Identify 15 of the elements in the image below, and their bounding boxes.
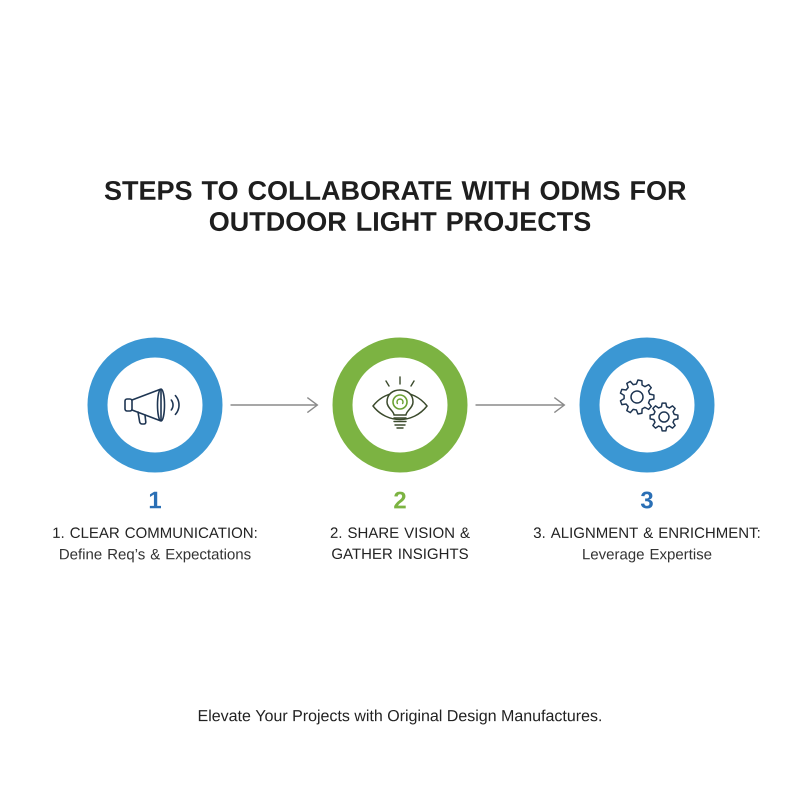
step-heading: 1. CLEAR COMMUNICATION: — [53, 527, 256, 538]
step-heading: 3. ALIGNMENT & ENRICHMENT: — [534, 527, 760, 538]
step-circle — [580, 338, 714, 472]
arrow — [230, 396, 318, 414]
step-circle — [88, 338, 222, 472]
caption: Elevate Your Projects with Original Design Manufactures. — [198, 710, 601, 724]
step-description: Define Req’s & Expectations — [60, 548, 251, 562]
step-heading: 2. SHARE VISION & GATHER INSIGHTS — [330, 527, 470, 560]
step-number: 2 — [394, 492, 406, 508]
arrow — [476, 396, 566, 414]
step-number: 3 — [640, 492, 653, 509]
step-number: 1 — [150, 492, 161, 508]
step-circle — [332, 338, 468, 472]
step-description: Leverage Expertise — [583, 548, 712, 562]
title: STEPS TO COLLABORATE WITH ODMS FOR OUTDOOR LIGHT PROJECTS — [104, 180, 686, 232]
